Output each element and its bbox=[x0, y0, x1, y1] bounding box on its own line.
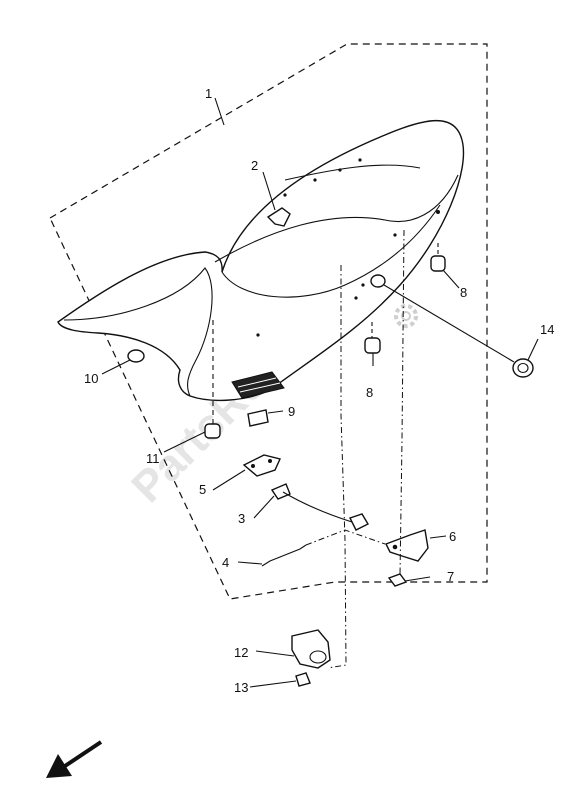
callout-6: 6 bbox=[449, 529, 456, 544]
lock-rod-4 bbox=[261, 544, 307, 567]
damper-8-lower bbox=[364, 322, 381, 354]
callout-2: 2 bbox=[251, 158, 258, 173]
callout-8-upper: 8 bbox=[460, 285, 467, 300]
callout-1: 1 bbox=[205, 86, 212, 101]
callout-10: 10 bbox=[84, 371, 98, 386]
leader-lines bbox=[101, 97, 539, 688]
lock-bracket-5 bbox=[242, 454, 281, 477]
callout-labels: 1 2 3 4 5 6 7 8 8 9 10 11 12 13 14 bbox=[84, 86, 554, 695]
seat-pillion-step bbox=[284, 164, 421, 181]
callout-9: 9 bbox=[288, 404, 295, 419]
seat-grip-patch bbox=[231, 371, 285, 399]
lock-lever-6 bbox=[385, 529, 429, 562]
nut-7 bbox=[387, 573, 408, 587]
callout-12: 12 bbox=[234, 645, 248, 660]
damper-8-upper bbox=[430, 243, 446, 272]
damper-11 bbox=[204, 320, 221, 439]
callout-4: 4 bbox=[222, 555, 229, 570]
seat-damper-hole bbox=[370, 274, 386, 288]
damper-9 bbox=[247, 409, 269, 427]
damper-14 bbox=[383, 284, 534, 378]
damper-10 bbox=[127, 349, 145, 363]
arrow-down-left-icon bbox=[46, 740, 103, 778]
seat-top-contour bbox=[214, 174, 459, 263]
callout-3: 3 bbox=[238, 511, 245, 526]
callout-13: 13 bbox=[234, 680, 248, 695]
callout-8-lower: 8 bbox=[366, 385, 373, 400]
callout-5: 5 bbox=[199, 482, 206, 497]
assembly-boundary bbox=[49, 43, 488, 600]
key-cylinder-12 bbox=[291, 629, 331, 669]
seat-hook bbox=[266, 207, 291, 227]
routing-line-c bbox=[305, 529, 386, 546]
routing-line-b bbox=[399, 229, 405, 576]
seat-holes bbox=[256, 158, 440, 337]
callout-7: 7 bbox=[447, 569, 454, 584]
routing-line-a bbox=[327, 265, 347, 669]
lock-cable-3 bbox=[270, 483, 369, 531]
watermark-logo bbox=[394, 304, 418, 328]
nut-13 bbox=[295, 672, 311, 687]
seat-side-contour bbox=[221, 204, 441, 298]
seat-assembly bbox=[57, 120, 465, 402]
callout-11: 11 bbox=[146, 451, 160, 466]
callout-14: 14 bbox=[540, 322, 554, 337]
seat-rear-contour bbox=[63, 267, 213, 397]
seat-body bbox=[57, 120, 465, 402]
